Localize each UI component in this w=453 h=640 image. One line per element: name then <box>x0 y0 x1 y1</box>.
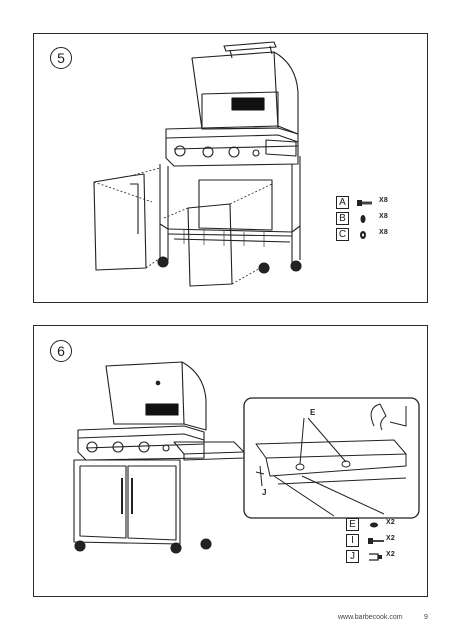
part-letter: C <box>336 228 349 241</box>
callout-j: J <box>262 488 267 497</box>
part-row-j: J X2 <box>346 550 426 564</box>
left-side-panel <box>93 173 147 271</box>
wheel-icon <box>74 540 86 552</box>
part-row-e: E X2 <box>346 518 426 532</box>
vent-grille <box>145 403 179 416</box>
part-letter: B <box>336 212 349 225</box>
step-5-illustration <box>93 41 302 287</box>
front-panel <box>187 203 233 287</box>
part-quantity: X8 <box>379 197 388 204</box>
open-lid <box>191 51 299 135</box>
step-number-badge: 6 <box>50 340 72 362</box>
wheel-icon <box>258 262 270 274</box>
cabinet-door-left <box>79 465 127 539</box>
part-letter: E <box>346 518 359 531</box>
part-letter: A <box>336 196 349 209</box>
cabinet-door-right <box>127 465 177 541</box>
nut-icon <box>370 522 378 528</box>
cabinet <box>73 459 181 545</box>
detail-inset <box>243 397 420 519</box>
vent-grille <box>231 97 265 111</box>
nut-icon <box>360 231 366 239</box>
wheel-icon <box>170 542 182 554</box>
part-letter: I <box>346 534 359 547</box>
part-letter: J <box>346 550 359 563</box>
footer-page-number: 9 <box>424 614 428 621</box>
open-lid <box>105 361 207 431</box>
screw-icon <box>368 538 384 544</box>
firebox <box>77 425 205 461</box>
wheel-icon <box>200 538 212 550</box>
lid-handle <box>223 41 277 52</box>
clip-icon <box>369 553 382 561</box>
washer-icon <box>360 215 366 223</box>
bolt-icon <box>357 200 372 206</box>
footer-website: www.barbecook.com <box>338 614 403 621</box>
part-quantity: X8 <box>379 229 388 236</box>
wheel-icon <box>157 256 169 268</box>
firebox <box>165 125 299 167</box>
part-row-b: B X8 <box>336 212 416 226</box>
part-quantity: X2 <box>386 535 395 542</box>
part-row-i: I X2 <box>346 534 426 548</box>
step-6-panel: 6 E J E X2 I X2 J X2 <box>33 325 428 597</box>
side-table <box>173 441 245 455</box>
part-quantity: X2 <box>386 551 395 558</box>
part-quantity: X2 <box>386 519 395 526</box>
part-row-c: C X8 <box>336 228 416 242</box>
step-6-illustration <box>73 361 420 554</box>
wheel-icon <box>290 260 302 272</box>
rear-panel <box>198 179 273 231</box>
part-quantity: X8 <box>379 213 388 220</box>
callout-e: E <box>310 408 316 417</box>
step-5-panel: 5 A X8 B X8 C X8 <box>33 33 428 303</box>
part-row-a: A X8 <box>336 196 416 210</box>
step-number-badge: 5 <box>50 47 72 69</box>
